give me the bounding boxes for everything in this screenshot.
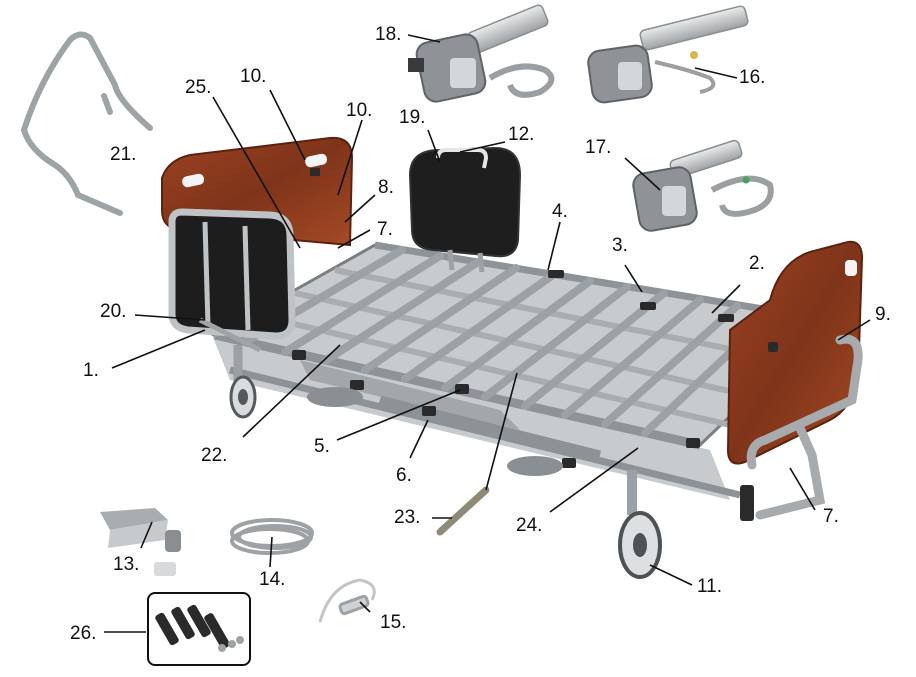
label-8: 8.	[378, 177, 394, 198]
hardware-kit-frame	[147, 592, 251, 666]
label-12: 12.	[508, 124, 535, 145]
actuator-16	[587, 5, 749, 104]
leader-lines	[104, 34, 871, 633]
label-3: 3.	[612, 235, 628, 256]
label-20: 20.	[100, 301, 127, 322]
loose-bar	[436, 486, 490, 536]
label-19: 19.	[399, 107, 426, 128]
bed-deck	[210, 241, 834, 468]
label-24: 24.	[516, 515, 543, 536]
label-21: 21.	[110, 144, 137, 165]
label-14: 14.	[259, 569, 286, 590]
label-13: 13.	[113, 554, 140, 575]
label-4: 4.	[552, 201, 568, 222]
label-7-top: 7.	[377, 219, 393, 240]
side-rail	[168, 208, 296, 353]
label-5: 5.	[314, 436, 330, 457]
label-11: 11.	[697, 576, 723, 597]
loose-rail-arm	[21, 31, 153, 216]
label-22: 22.	[201, 445, 228, 466]
label-9: 9.	[875, 304, 891, 325]
label-18: 18.	[375, 24, 402, 45]
back-rest	[408, 146, 522, 273]
label-2: 2.	[749, 253, 765, 274]
label-7-bottom: 7.	[823, 506, 839, 527]
label-25: 25.	[185, 77, 212, 98]
label-26: 26.	[70, 623, 97, 644]
label-23: 23.	[394, 507, 421, 528]
label-16: 16.	[739, 67, 766, 88]
casters	[229, 345, 754, 579]
label-10-left: 10.	[240, 66, 267, 87]
assist-rail	[746, 334, 863, 520]
actuator-17	[632, 139, 774, 232]
under-deck-motors	[307, 387, 563, 476]
hardware-kit	[155, 604, 244, 652]
control-box	[100, 508, 181, 576]
label-6: 6.	[396, 465, 412, 486]
label-10-right: 10.	[346, 100, 373, 121]
pendant-cable	[318, 578, 376, 623]
actuator-18	[408, 4, 555, 103]
label-17: 17.	[585, 137, 612, 158]
label-15: 15.	[380, 612, 407, 633]
label-1: 1.	[83, 360, 99, 381]
